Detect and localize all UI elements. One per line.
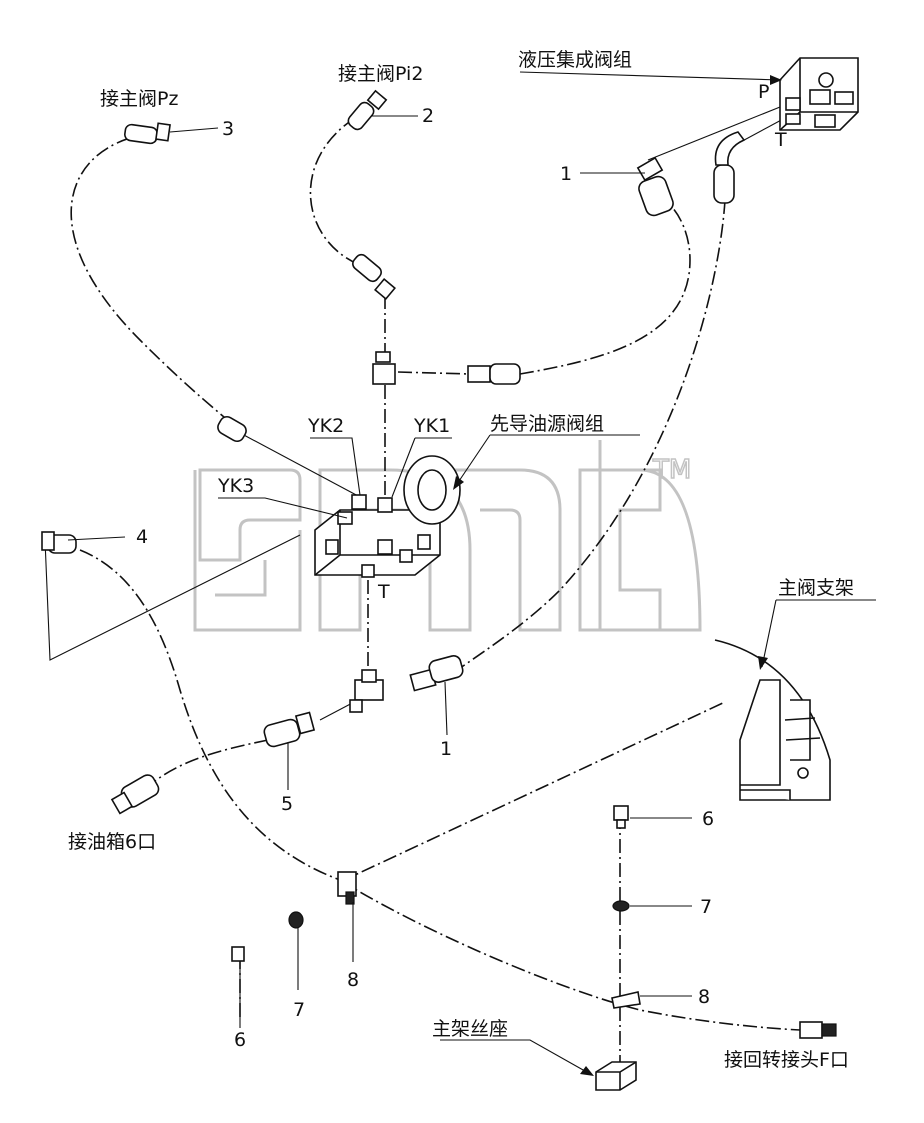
label-main-valve-pz: 接主阀Pz (100, 88, 178, 110)
label-port-t-pilot: T (377, 581, 390, 603)
part-number-7-left: 7 (293, 999, 305, 1021)
part-number-7-right: 7 (700, 896, 712, 918)
part-number-2: 2 (422, 105, 434, 127)
label-hydraulic-integrated-valve: 液压集成阀组 (518, 49, 632, 71)
pilot-oil-source-valve-group (314, 455, 461, 578)
hydraulic-integrated-valve-block (779, 57, 859, 131)
part-number-1-bottom: 1 (440, 738, 452, 760)
part-number-1-top: 1 (560, 163, 572, 185)
part-number-6-left: 6 (234, 1029, 246, 1051)
hose-fittings (41, 89, 837, 1091)
part-number-6-right: 6 (702, 808, 714, 830)
part-number-4: 4 (136, 526, 148, 548)
label-main-valve-bracket: 主阀支架 (778, 577, 854, 599)
label-yk3: YK3 (217, 475, 254, 497)
label-yk1: YK1 (413, 415, 450, 437)
part-numbers: 1 1 2 3 4 5 6 6 7 7 8 8 (136, 105, 714, 1051)
watermark-tm: TM (652, 455, 691, 485)
label-main-frame-seat: 主架丝座 (432, 1018, 508, 1040)
text-labels: 接主阀Pz 接主阀Pi2 液压集成阀组 先导油源阀组 主阀支架 接油箱6口 主架… (68, 49, 854, 1071)
label-leaders (67, 71, 876, 1076)
part-number-8-left: 8 (347, 969, 359, 991)
part-number-8-right: 8 (698, 986, 710, 1008)
hose-lines (44, 104, 801, 1070)
label-pilot-oil-source-valve: 先导油源阀组 (490, 413, 604, 435)
label-port-p: P (758, 81, 769, 103)
label-to-swivel-joint-f: 接回转接头F口 (724, 1049, 849, 1071)
label-to-tank-port6: 接油箱6口 (68, 831, 156, 853)
label-port-t: T (774, 129, 787, 151)
part-number-5: 5 (281, 793, 293, 815)
label-yk2: YK2 (307, 415, 344, 437)
part-number-3: 3 (222, 118, 234, 140)
main-valve-bracket (714, 639, 831, 801)
label-main-valve-pi2: 接主阀Pi2 (338, 63, 423, 85)
